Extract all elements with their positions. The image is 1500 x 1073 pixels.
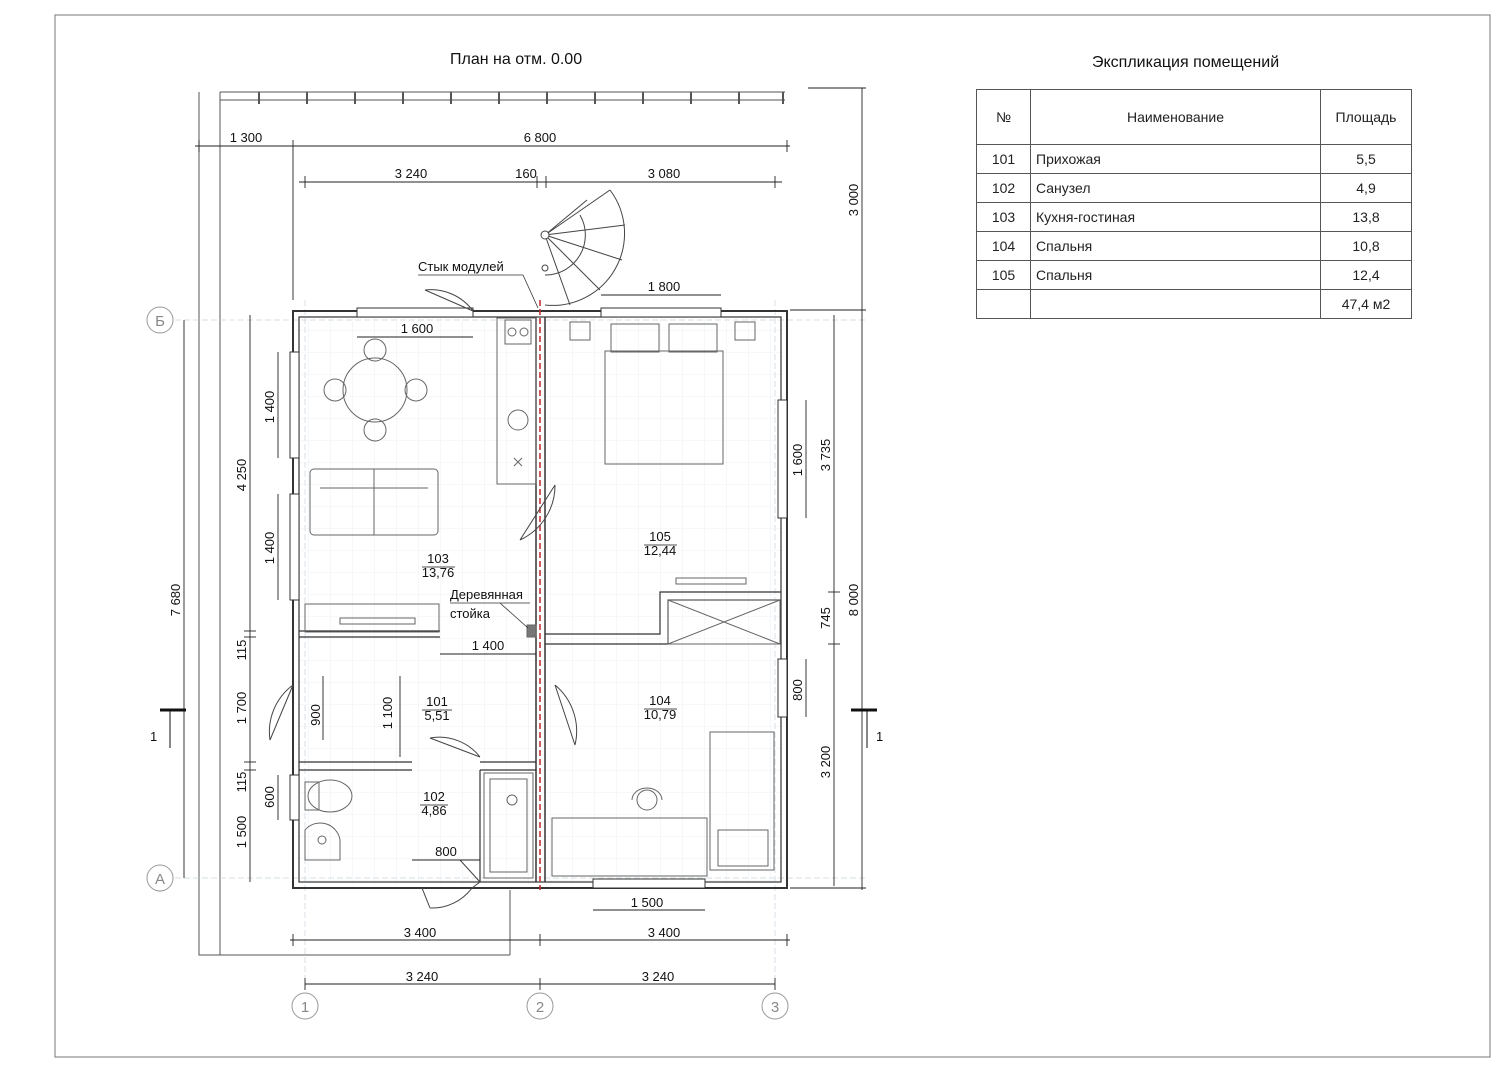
axis-label-3: 3: [771, 999, 779, 1016]
table-row: 102 Санузел 4,9: [976, 173, 1412, 203]
dim-bottom-right-axis: 3 240: [642, 969, 675, 984]
dim-terrace-depth: 3 000: [846, 184, 861, 217]
dim-top-right: 3 080: [648, 166, 681, 181]
dim-hall-1100: 1 100: [380, 697, 395, 730]
row-name: Прихожая: [1030, 144, 1321, 174]
explication-title: Экспликация помещений: [1092, 54, 1280, 71]
terrace: [198, 91, 785, 956]
room-105-area: 12,44: [644, 543, 677, 558]
total-area: 47,4 м2: [1320, 289, 1412, 319]
row-area: 10,8: [1320, 231, 1412, 261]
dim-terrace-width: 1 300: [230, 130, 263, 145]
dim-left-115a: 115: [234, 640, 249, 661]
spiral-stair: [540, 189, 626, 306]
row-number: 102: [976, 173, 1031, 203]
table-row: 101 Прихожая 5,5: [976, 144, 1412, 174]
windows: [289, 307, 788, 889]
row-name: Спальня: [1030, 231, 1321, 261]
dim-overall-width: 6 800: [524, 130, 557, 145]
row-name: Санузел: [1030, 173, 1321, 203]
row-number: 103: [976, 202, 1031, 232]
dim-right-3200: 3 200: [818, 746, 833, 779]
dim-hall-1400: 1 400: [472, 638, 505, 653]
dim-hall-900: 900: [308, 704, 323, 726]
dim-left-total: 7 680: [168, 584, 183, 617]
annotation-post-line2: стойка: [450, 606, 491, 621]
explication-table: № Наименование Площадь 101 Прихожая 5,5 …: [976, 89, 1412, 319]
dim-bottom-window: 1 500: [631, 895, 664, 910]
dim-left-window-1: 1 400: [262, 391, 277, 424]
header-area: Площадь: [1320, 89, 1412, 145]
dim-bath-800: 800: [435, 844, 457, 859]
dim-left-1500: 1 500: [234, 816, 249, 849]
table-row: 103 Кухня-гостиная 13,8: [976, 202, 1412, 232]
room-103-area: 13,76: [422, 565, 455, 580]
row-number: 105: [976, 260, 1031, 290]
axis-label-b: Б: [155, 313, 165, 330]
dimension-lines: [183, 87, 866, 990]
dim-top-mid: 160: [515, 166, 537, 181]
dim-bottom-left-axis: 3 240: [406, 969, 439, 984]
row-name: Спальня: [1030, 260, 1321, 290]
row-area: 5,5: [1320, 144, 1412, 174]
axis-label-1: 1: [301, 999, 309, 1016]
header-name: Наименование: [1030, 89, 1321, 145]
total-empty-name: [1030, 289, 1321, 319]
room-102-area: 4,86: [421, 803, 446, 818]
total-empty-number: [976, 289, 1031, 319]
dim-left-window-2: 1 400: [262, 532, 277, 565]
dim-right-window-1600: 1 600: [790, 444, 805, 477]
annotation-post-line1: Деревянная: [450, 587, 523, 602]
table-row: 105 Спальня 12,4: [976, 260, 1412, 290]
row-number: 101: [976, 144, 1031, 174]
axis-label-2: 2: [536, 999, 544, 1016]
room-102-number: 102: [423, 789, 445, 804]
room-labels: 101 5,51 102 4,86 103 13,76 104 10,79 10…: [420, 529, 677, 818]
dim-left-1700: 1 700: [234, 692, 249, 725]
dim-bottom-right-outer: 3 400: [648, 925, 681, 940]
dim-right-window-800: 800: [790, 679, 805, 701]
row-number: 104: [976, 231, 1031, 261]
room-101-number: 101: [426, 694, 448, 709]
room-101-area: 5,51: [424, 708, 449, 723]
table-header-row: № Наименование Площадь: [976, 89, 1412, 145]
row-name: Кухня-гостиная: [1030, 202, 1321, 232]
dim-left-115b: 115: [234, 772, 249, 793]
dim-right-745: 745: [818, 607, 833, 629]
room-103-number: 103: [427, 551, 449, 566]
table-total-row: 47,4 м2: [976, 289, 1412, 319]
row-area: 4,9: [1320, 173, 1412, 203]
room-105-number: 105: [649, 529, 671, 544]
room-104-area: 10,79: [644, 707, 677, 722]
table-row: 104 Спальня 10,8: [976, 231, 1412, 261]
axis-label-a: А: [155, 871, 165, 888]
axis-bubbles: [146, 306, 789, 1020]
sheet-frame: [54, 14, 1491, 1058]
annotation-module-joint: Стык модулей: [418, 259, 504, 274]
plan-title: План на отм. 0.00: [450, 51, 583, 68]
doors: [268, 289, 578, 909]
row-area: 12,4: [1320, 260, 1412, 290]
dim-right-total: 8 000: [846, 584, 861, 617]
section-label-left: 1: [150, 729, 157, 744]
row-area: 13,8: [1320, 202, 1412, 232]
room-104-number: 104: [649, 693, 671, 708]
dim-top-left: 3 240: [395, 166, 428, 181]
dim-left-upper: 4 250: [234, 459, 249, 492]
dim-bottom-left-outer: 3 400: [404, 925, 437, 940]
dim-window-top-right: 1 800: [648, 279, 681, 294]
section-label-right: 1: [876, 729, 883, 744]
header-number: №: [976, 89, 1031, 145]
dim-window-top-left: 1 600: [401, 321, 434, 336]
dim-left-window-3: 600: [262, 786, 277, 808]
dim-right-3735: 3 735: [818, 439, 833, 472]
furniture: [304, 317, 781, 879]
